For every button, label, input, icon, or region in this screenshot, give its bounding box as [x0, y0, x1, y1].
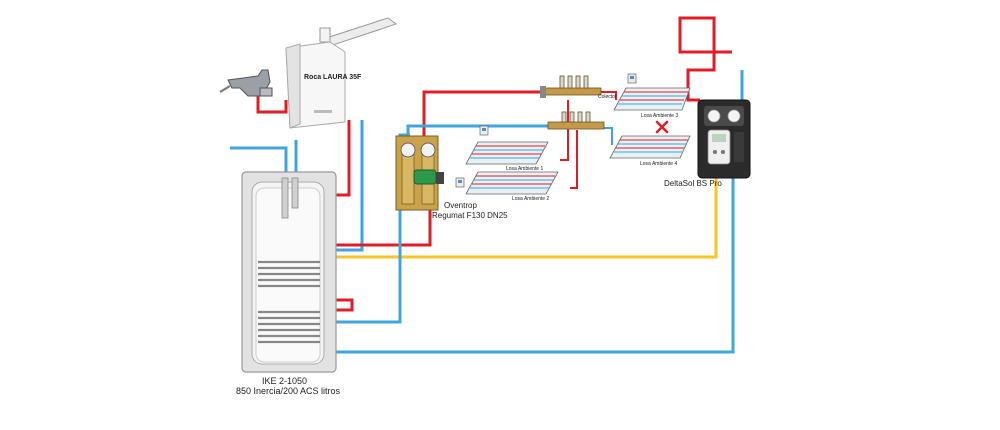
controller-label: DeltaSol BS Pro — [664, 179, 722, 188]
zone2-supply — [570, 130, 578, 189]
thermostat-icon — [479, 125, 489, 136]
pump-cold-return — [406, 124, 548, 140]
dhw-outlet-pipe — [256, 95, 288, 114]
upper-coil — [258, 260, 320, 288]
zone4-supply — [600, 127, 613, 145]
solar-cold-pipe — [718, 22, 742, 100]
tank-label-line2: 850 Inercia/200 ACS litros — [236, 386, 341, 396]
solar-cold-to-tank — [336, 170, 735, 354]
pump-label-line2: Regumat F130 DN25 — [432, 211, 508, 220]
zone1-supply — [560, 100, 569, 161]
thermostat-icon — [627, 73, 637, 84]
boiler-icon: Roca LAURA 35F — [285, 17, 398, 129]
zone-3-floor-loop: Losa Ambiente 3 — [613, 73, 691, 119]
zone-1-floor-loop: Losa Ambiente 1 — [465, 125, 549, 172]
boiler-cold-pipe — [336, 120, 364, 252]
buffer-tank-icon: IKE 2-1050 850 Inercia/200 ACS litros — [236, 171, 341, 396]
pipes — [230, 16, 744, 354]
tank-label-line1: IKE 2-1050 — [262, 376, 307, 386]
solar-hot-pipe — [678, 16, 732, 102]
tank-hot-loop — [336, 298, 354, 312]
dhw-inlet-pipe — [230, 146, 288, 180]
lower-coil — [258, 310, 320, 344]
signal-wire — [336, 175, 718, 259]
zone-2-floor-loop: Losa Ambiente 2 — [455, 171, 559, 202]
zone-4-floor-loop: Losa Ambiente 4 — [609, 120, 691, 167]
faucet-icon — [219, 69, 273, 97]
zone-3-label: Losa Ambiente 3 — [641, 113, 678, 119]
zone-4-label: Losa Ambiente 4 — [640, 161, 677, 167]
pump-label-line1: Oventrop — [444, 201, 477, 210]
pump-group-icon: Oventrop Regumat F130 DN25 — [395, 135, 508, 220]
boiler-label: Roca LAURA 35F — [304, 74, 362, 81]
zone-2-label: Losa Ambiente 2 — [512, 196, 549, 202]
collector-label: Colector — [598, 94, 617, 100]
solar-station-icon: DeltaSol BS Pro — [664, 99, 751, 188]
zone-1-label: Losa Ambiente 1 — [506, 166, 543, 172]
thermostat-icon — [455, 177, 465, 188]
red-x-icon — [655, 120, 669, 134]
tank-cold-from-pump — [336, 133, 410, 324]
zone3-supply — [600, 91, 617, 100]
manifold-icon: Colector — [540, 75, 617, 130]
pump-hot-supply — [422, 90, 545, 140]
